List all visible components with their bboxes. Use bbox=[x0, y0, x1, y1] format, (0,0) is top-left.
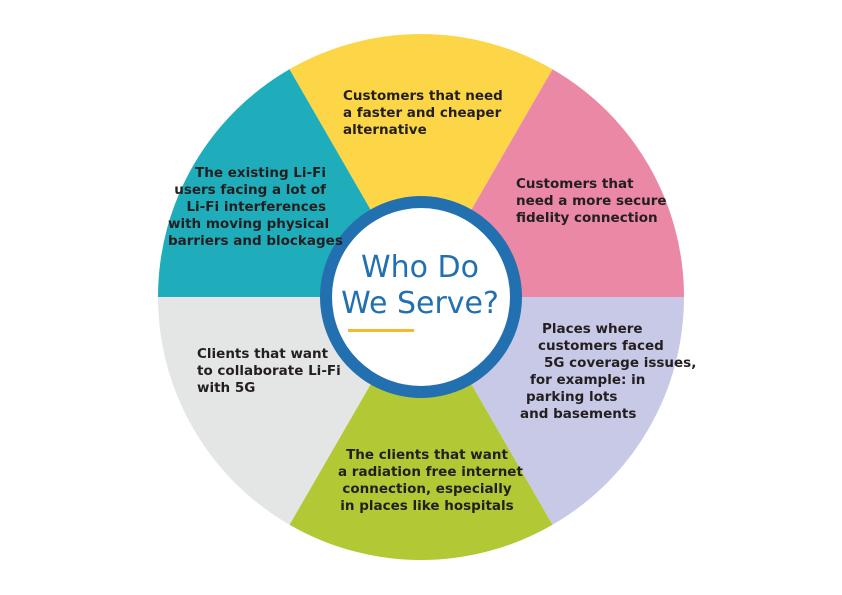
title-underline bbox=[348, 329, 414, 332]
segment-top bbox=[289, 34, 553, 298]
center-title: Who Do We Serve? bbox=[330, 250, 510, 322]
center-title-line-2: We Serve? bbox=[341, 286, 499, 321]
segment-text-top-left: The existing Li-Fi users facing a lot of… bbox=[168, 165, 343, 249]
segment-text-bottom: The clients that want a radiation free i… bbox=[338, 447, 523, 514]
segment-bottom bbox=[289, 297, 553, 560]
center-disc bbox=[332, 208, 510, 386]
segment-text-top: Customers that need a faster and cheaper… bbox=[343, 88, 503, 138]
segment-text-top-right: Customers that need a more secure fideli… bbox=[516, 176, 667, 226]
segment-text-bottom-left: Clients that want to collaborate Li-Fi w… bbox=[197, 346, 341, 396]
segment-text-bottom-right: Places where customers faced 5G coverage… bbox=[520, 321, 697, 422]
center-title-line-1: Who Do bbox=[360, 250, 480, 285]
